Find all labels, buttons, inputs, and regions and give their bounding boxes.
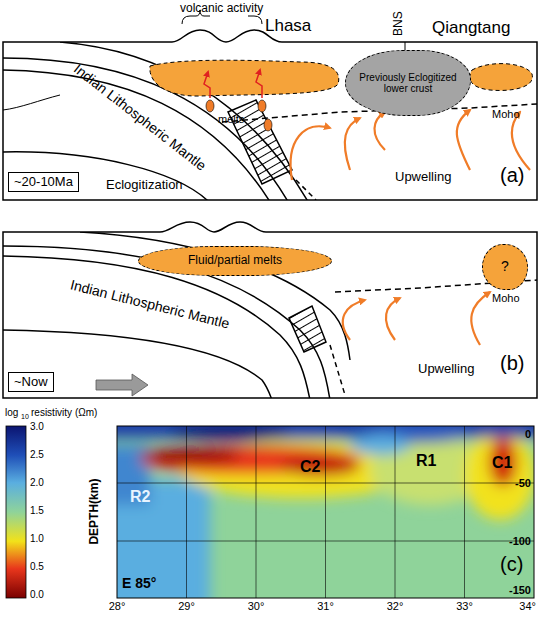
figure-label: 34° — [519, 600, 536, 612]
figure-label: 30° — [248, 600, 265, 612]
figure-label: 0.0 — [30, 589, 44, 600]
melt-body: Previously Eclogitized lower crust — [345, 50, 471, 116]
figure-label: Moho — [492, 292, 520, 304]
figure-label: R1 — [416, 452, 436, 470]
time-box: ~Now — [8, 372, 54, 392]
figure-label: (a) — [500, 164, 524, 186]
figure-label: Moho — [492, 108, 520, 120]
figure-label: Upwelling — [395, 170, 451, 184]
figure-label: 2.5 — [30, 449, 44, 460]
figure-label: log — [5, 407, 18, 418]
melt-body: Fluid/partial melts — [138, 246, 332, 276]
figure-label: 2.0 — [30, 477, 44, 488]
figure-label: 0.5 — [30, 561, 44, 572]
figure-label: 3.0 — [30, 421, 44, 432]
figure-label: E 85° — [122, 576, 156, 591]
figure-label: melts — [218, 113, 244, 125]
figure-label: -100 — [509, 535, 531, 547]
figure-label: 28° — [109, 600, 126, 612]
node-text: ? — [501, 259, 509, 274]
figure-label: (c) — [500, 553, 523, 575]
figure-label: Eclogitization — [106, 178, 183, 192]
node-text: Previously Eclogitized lower crust — [356, 72, 460, 94]
figure-label: BNS — [391, 12, 404, 37]
figure-label: C2 — [300, 458, 320, 476]
figure-label: volcanic activity — [180, 2, 263, 15]
figure-label: 1.0 — [30, 533, 44, 544]
figure-label: Indian Lithospheric Mantle — [69, 278, 231, 332]
figure-label: Lhasa — [265, 17, 311, 36]
figure-label: R2 — [130, 488, 150, 506]
resistivity-model — [6, 410, 540, 610]
figure-label: Indian Lithospheric Mantle — [71, 62, 209, 175]
figure-label: 10 — [21, 413, 29, 421]
figure-label: 32° — [387, 600, 404, 612]
figure-label: 33° — [456, 600, 473, 612]
figure-label: 0 — [525, 428, 531, 440]
node-text: ~Now — [14, 375, 48, 389]
figure-label: DEPTH(km) — [88, 479, 101, 545]
figure-label: 29° — [178, 600, 195, 612]
panel-b — [3, 222, 537, 400]
figure-label: 1.5 — [30, 505, 44, 516]
figure-label: C1 — [492, 454, 512, 472]
figure-label: resistivity (Ωm) — [31, 407, 97, 418]
figure-label: -150 — [509, 584, 531, 596]
node-text: Fluid/partial melts — [188, 254, 282, 267]
figure-label: 31° — [317, 600, 334, 612]
time-box: ~20-10Ma — [8, 172, 79, 192]
figure-label: -50 — [515, 477, 531, 489]
figure-label: Upwelling — [418, 362, 474, 376]
figure-label: (b) — [500, 352, 524, 374]
melt-body: ? — [482, 244, 528, 290]
figure-label: Qiangtang — [432, 19, 510, 38]
panel-a — [3, 10, 537, 205]
node-text: ~20-10Ma — [14, 175, 73, 189]
